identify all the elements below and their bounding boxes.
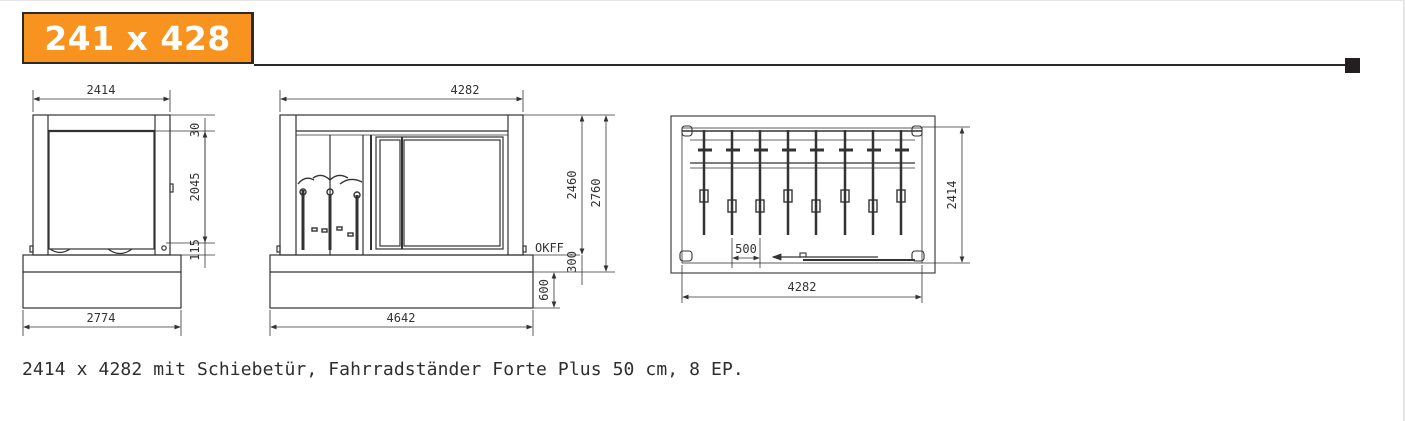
front-view — [22, 90, 215, 336]
model-title-badge: 241 x 428 — [22, 12, 254, 64]
rule-end-square-icon — [1345, 58, 1360, 73]
front-dim-door-height: 2045 — [188, 173, 202, 202]
side-dim-foundation: 600 — [537, 279, 551, 301]
model-title: 241 x 428 — [44, 18, 231, 58]
plan-dim-width: 2414 — [945, 181, 959, 210]
frame-border-top — [0, 0, 1405, 1]
plan-view — [670, 115, 970, 303]
side-dim-base-length: 4642 — [387, 311, 416, 325]
plan-dim-length: 4282 — [788, 280, 817, 294]
side-dim-inner-height: 2460 — [565, 171, 579, 200]
plan-dim-spacing: 500 — [735, 242, 757, 256]
floor-level-label: OKFF — [535, 241, 564, 255]
front-dim-top-offset: 30 — [188, 123, 202, 137]
side-dim-length: 4282 — [451, 83, 480, 97]
front-dim-width: 2414 — [87, 83, 116, 97]
side-view — [269, 90, 615, 336]
product-caption: 2414 x 4282 mit Schiebetür, Fahrradständ… — [22, 359, 744, 380]
front-dim-bottom-offset: 115 — [188, 239, 202, 261]
front-dim-base-width: 2774 — [87, 311, 116, 325]
frame-border-right — [1403, 0, 1405, 421]
side-dim-base-height: 300 — [565, 251, 579, 273]
header-rule — [254, 64, 1352, 66]
side-dim-outer-height: 2760 — [589, 179, 603, 208]
